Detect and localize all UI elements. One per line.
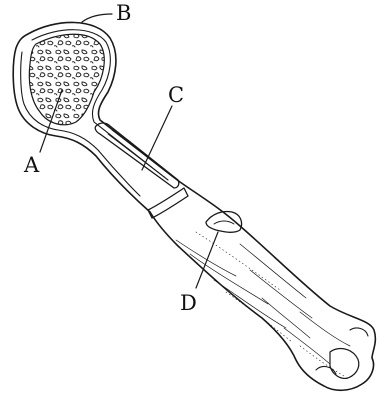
label-a: A (23, 153, 40, 177)
distal-end (316, 328, 368, 378)
leader-line-c (142, 106, 172, 170)
label-c: C (168, 83, 184, 107)
leader-line-b (82, 14, 112, 22)
shaft-texture (176, 232, 350, 376)
periosteum-flap (148, 188, 242, 232)
label-d: D (180, 291, 197, 315)
label-b: B (116, 1, 131, 25)
